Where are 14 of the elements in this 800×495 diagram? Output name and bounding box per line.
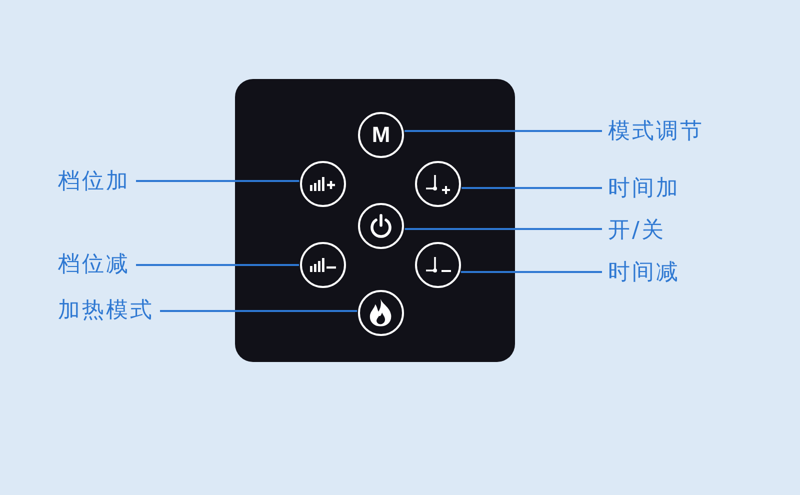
leader-line xyxy=(460,271,602,273)
leader-line xyxy=(160,310,358,312)
leader-line xyxy=(136,264,299,266)
callout-label: 模式调节 xyxy=(608,119,704,145)
callout-label: 时间减 xyxy=(608,260,680,286)
leader-line xyxy=(404,130,602,132)
callout-label: 档位减 xyxy=(58,252,130,278)
leader-line xyxy=(462,187,602,189)
leader-line xyxy=(404,228,602,230)
callout-label: 开/关 xyxy=(608,218,666,244)
callout-label: 加热模式 xyxy=(58,298,154,324)
callout-label: 时间加 xyxy=(608,176,680,202)
callout-label: 档位加 xyxy=(58,169,130,195)
leader-line xyxy=(136,180,300,182)
